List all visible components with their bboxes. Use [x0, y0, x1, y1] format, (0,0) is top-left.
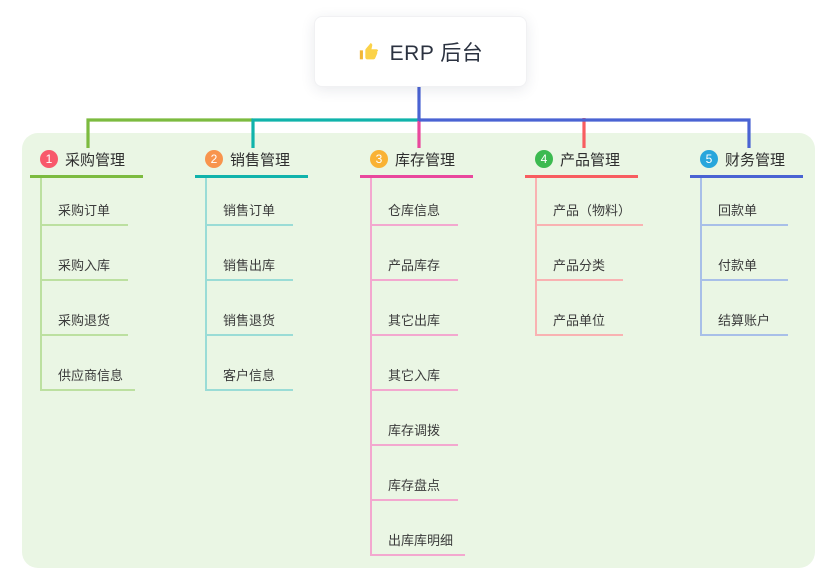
branch-item-list: 仓库信息产品库存其它出库其它入库库存调拨库存盘点出库库明细	[370, 178, 466, 556]
branch-item[interactable]: 销售订单	[207, 178, 293, 226]
branch-item[interactable]: 结算账户	[702, 281, 788, 336]
branch-item-label: 销售订单	[223, 203, 276, 218]
branch-4: 4 产品管理产品（物料） 产品分类产品单位	[525, 148, 644, 336]
branch-label: 采购管理	[65, 151, 126, 169]
branch-item-list: 回款单付款单结算账户	[700, 178, 788, 336]
branch-item-label: 其它出库	[388, 313, 441, 328]
branch-item[interactable]: 仓库信息	[372, 178, 458, 226]
branch-item-label: 产品库存	[388, 258, 441, 273]
branch-item[interactable]: 其它出库	[372, 281, 458, 336]
branch-item-label: 库存盘点	[388, 478, 441, 493]
branch-header[interactable]: 5 财务管理	[690, 148, 803, 178]
branch-number-badge: 5	[700, 150, 718, 168]
branch-item[interactable]: 出库库明细	[372, 501, 466, 556]
branch-item[interactable]: 库存调拨	[372, 391, 458, 446]
branch-item[interactable]: 产品库存	[372, 226, 458, 281]
branch-item-label: 销售退货	[223, 313, 276, 328]
branch-item[interactable]: 产品单位	[537, 281, 623, 336]
branch-item[interactable]: 库存盘点	[372, 446, 458, 501]
branch-label: 销售管理	[230, 151, 291, 169]
branch-item-label: 采购订单	[58, 203, 111, 218]
branch-item[interactable]: 销售出库	[207, 226, 293, 281]
branch-item-list: 销售订单销售出库销售退货客户信息	[205, 178, 293, 391]
branch-number-badge: 3	[370, 150, 388, 168]
branch-item[interactable]: 付款单	[702, 226, 788, 281]
branch-item-label: 出库库明细	[388, 533, 454, 548]
branch-header[interactable]: 4 产品管理	[525, 148, 638, 178]
branch-item-label: 产品分类	[553, 258, 606, 273]
branch-item-label: 付款单	[718, 258, 758, 273]
root-node[interactable]: ERP 后台	[314, 16, 527, 87]
branch-item-label: 供应商信息	[58, 368, 124, 383]
branch-label: 库存管理	[395, 151, 456, 169]
branch-item[interactable]: 销售退货	[207, 281, 293, 336]
branch-item-list: 产品（物料） 产品分类产品单位	[535, 178, 644, 336]
branch-item-label: 库存调拨	[388, 423, 441, 438]
thumbs-up-icon	[359, 42, 378, 59]
branch-item[interactable]: 其它入库	[372, 336, 458, 391]
root-title: ERP 后台	[389, 41, 484, 65]
branch-item-label: 采购入库	[58, 258, 111, 273]
branch-label: 财务管理	[725, 151, 786, 169]
branch-item-label: 采购退货	[58, 313, 111, 328]
branch-item-label: 产品单位	[553, 313, 606, 328]
branch-number-badge: 2	[205, 150, 223, 168]
branch-label: 产品管理	[560, 151, 621, 169]
branch-item[interactable]: 回款单	[702, 178, 788, 226]
branch-item-label: 客户信息	[223, 368, 276, 383]
branch-item-label: 回款单	[718, 203, 758, 218]
branch-number-badge: 1	[40, 150, 58, 168]
branch-item-label: 仓库信息	[388, 203, 441, 218]
branch-item-label: 其它入库	[388, 368, 441, 383]
branch-1: 1 采购管理采购订单采购入库采购退货供应商信息	[30, 148, 143, 391]
branch-item-label: 产品（物料）	[553, 203, 632, 218]
branch-header[interactable]: 2 销售管理	[195, 148, 308, 178]
branch-2: 2 销售管理销售订单销售出库销售退货客户信息	[195, 148, 308, 391]
branch-item[interactable]: 客户信息	[207, 336, 293, 391]
branch-number-badge: 4	[535, 150, 553, 168]
branch-item[interactable]: 采购订单	[42, 178, 128, 226]
branch-item-label: 结算账户	[718, 313, 771, 328]
branch-3: 3 库存管理仓库信息产品库存其它出库其它入库库存调拨库存盘点出库库明细	[360, 148, 473, 556]
branch-item-list: 采购订单采购入库采购退货供应商信息	[40, 178, 136, 391]
branch-item[interactable]: 供应商信息	[42, 336, 136, 391]
branch-item-label: 销售出库	[223, 258, 276, 273]
branch-header[interactable]: 1 采购管理	[30, 148, 143, 178]
branches-panel	[22, 133, 815, 568]
branch-item[interactable]: 产品（物料）	[537, 178, 644, 226]
branch-header[interactable]: 3 库存管理	[360, 148, 473, 178]
branch-item[interactable]: 产品分类	[537, 226, 623, 281]
branch-item[interactable]: 采购入库	[42, 226, 128, 281]
branch-item[interactable]: 采购退货	[42, 281, 128, 336]
branch-5: 5 财务管理回款单付款单结算账户	[690, 148, 803, 336]
